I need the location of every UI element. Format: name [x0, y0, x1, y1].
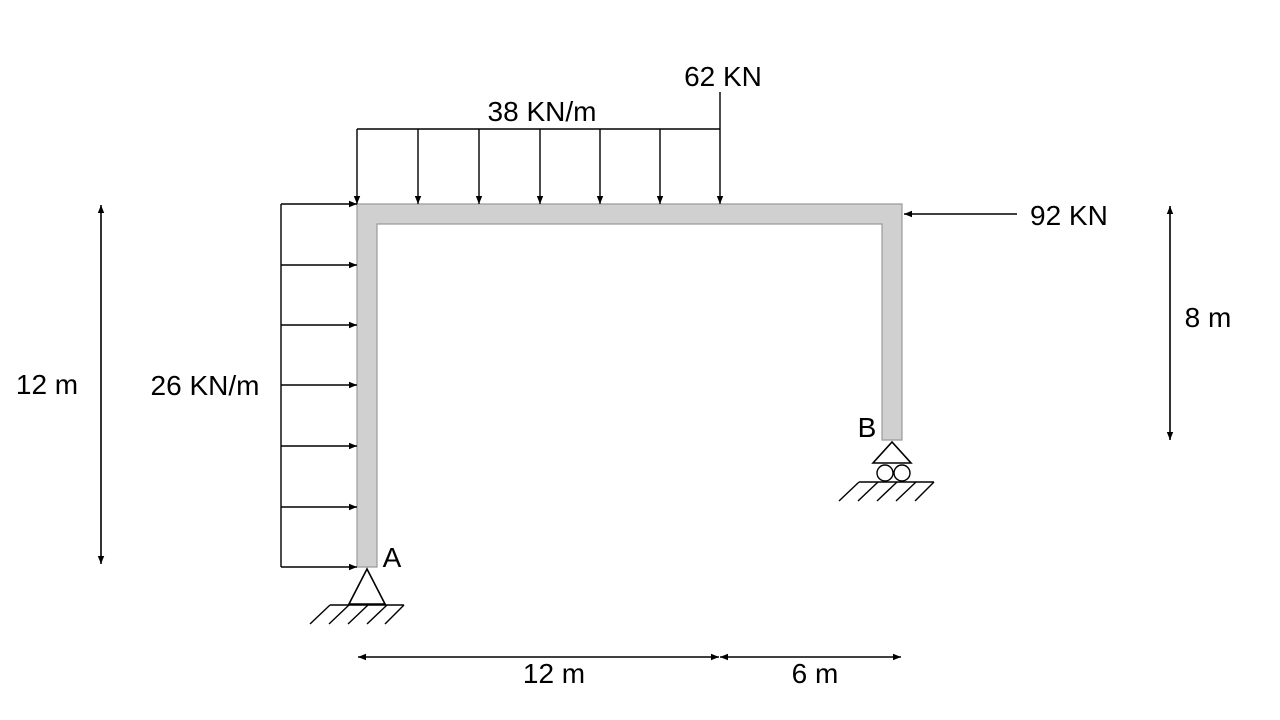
dim-left-height-label: 12 m	[16, 369, 78, 400]
udl-left-label: 26 KN/m	[151, 370, 260, 401]
support-b-label: B	[858, 412, 877, 443]
udl-top-label: 38 KN/m	[488, 96, 597, 127]
dim-bottom-span-2-label: 6 m	[792, 658, 839, 689]
support-a-label: A	[383, 542, 402, 573]
roller-support-b	[838, 440, 935, 502]
left-distributed-load	[280, 200, 357, 571]
dim-bottom-span-1-label: 12 m	[523, 658, 585, 689]
top-distributed-load	[353, 128, 720, 204]
pin-support-a	[309, 567, 405, 625]
dim-right-height-label: 8 m	[1185, 302, 1232, 333]
point-load-top-label: 62 KN	[684, 61, 762, 92]
point-load-right-label: 92 KN	[1030, 200, 1108, 231]
frame-member	[356, 203, 903, 568]
